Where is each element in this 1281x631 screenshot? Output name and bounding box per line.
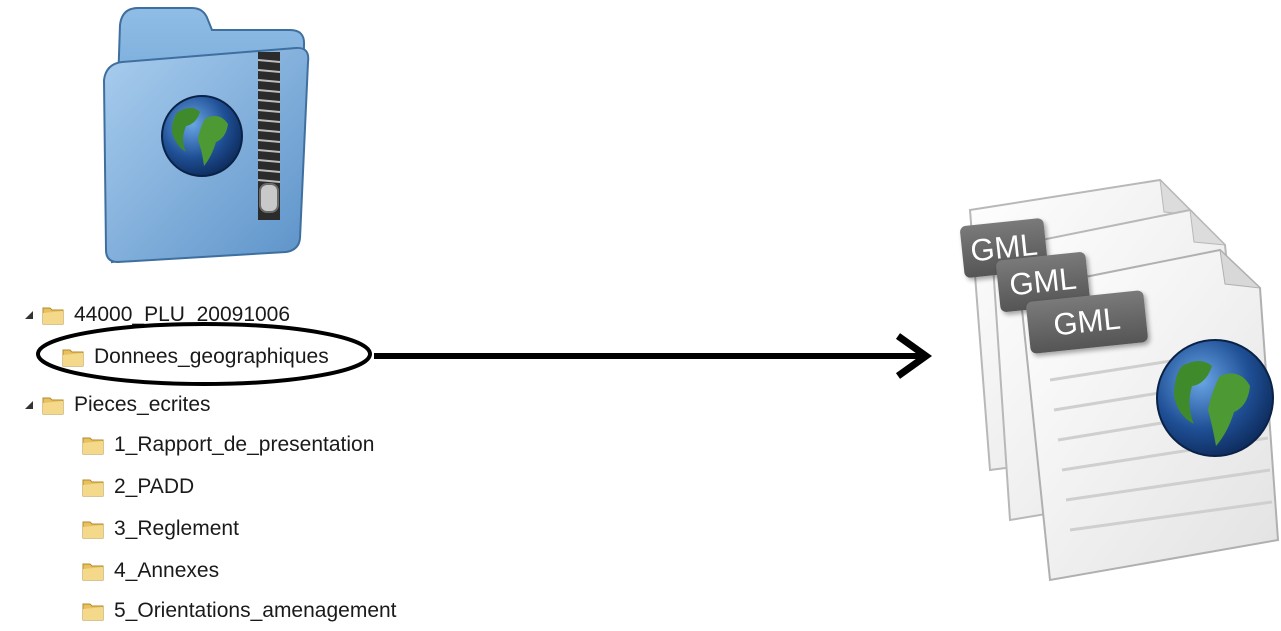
folder-icon: [62, 347, 84, 367]
tree-item-label: 4_Annexes: [114, 559, 220, 582]
tree-item-padd[interactable]: 2_PADD: [82, 472, 194, 502]
folder-icon: [82, 477, 104, 497]
tree-item-annexes[interactable]: 4_Annexes: [82, 556, 219, 586]
folder-icon: [42, 305, 64, 325]
tree-item-orientations[interactable]: 5_Orientations_amenagement: [82, 596, 397, 626]
folder-icon: [82, 435, 104, 455]
tree-item-label: 2_PADD: [114, 475, 195, 498]
folder-icon: [82, 601, 104, 621]
folder-icon: [42, 395, 64, 415]
tree-item-root[interactable]: 44000_PLU_20091006: [22, 300, 290, 330]
gml-document-stack: GML GML GML: [950, 170, 1281, 590]
expanded-triangle-icon[interactable]: [22, 398, 36, 412]
folder-tree: 44000_PLU_20091006 Donnees_geographiques…: [0, 290, 500, 631]
tree-item-reglement[interactable]: 3_Reglement: [82, 514, 239, 544]
tree-item-label: 1_Rapport_de_presentation: [114, 433, 375, 456]
tree-item-label: 5_Orientations_amenagement: [114, 599, 397, 622]
tree-item-label: Donnees_geographiques: [94, 345, 329, 368]
folder-icon: [82, 561, 104, 581]
highlight-ellipse: [34, 320, 374, 388]
tree-item-label: 44000_PLU_20091006: [74, 303, 291, 326]
tree-item-label: 3_Reglement: [114, 517, 239, 540]
zipped-globe-folder-icon: [100, 0, 310, 270]
tree-item-donnees-geographiques[interactable]: Donnees_geographiques: [62, 342, 329, 372]
right-arrow: [370, 330, 940, 380]
tree-item-rapport[interactable]: 1_Rapport_de_presentation: [82, 430, 374, 460]
tree-item-label: Pieces_ecrites: [74, 393, 211, 416]
folder-icon: [82, 519, 104, 539]
expanded-triangle-icon[interactable]: [22, 308, 36, 322]
tree-item-pieces-ecrites[interactable]: Pieces_ecrites: [22, 390, 211, 420]
